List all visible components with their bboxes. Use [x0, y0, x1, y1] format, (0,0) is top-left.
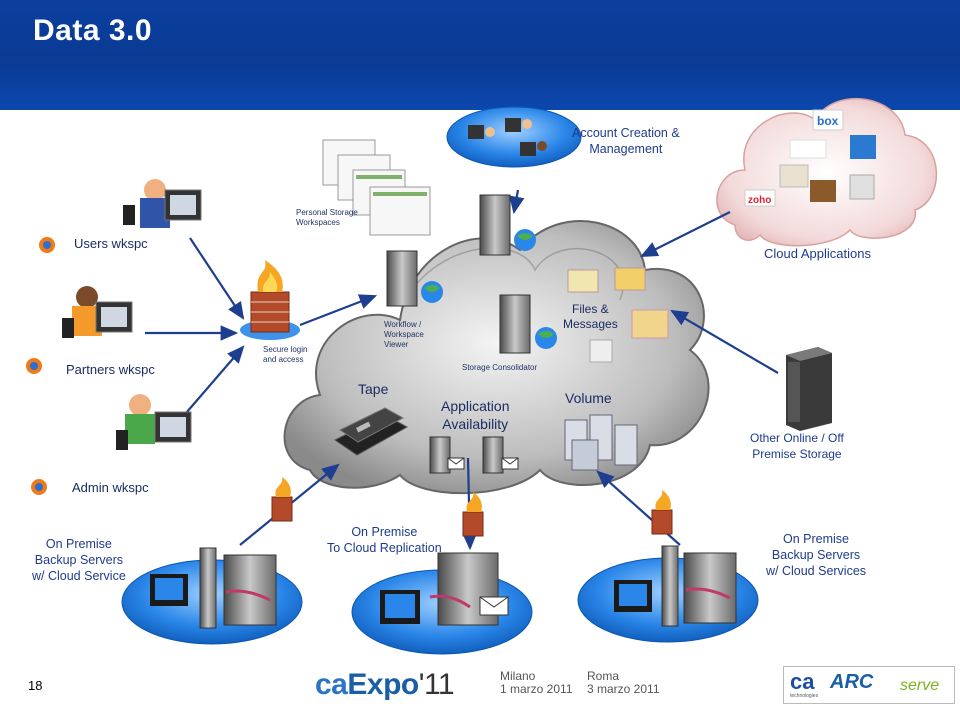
browser-icons	[26, 237, 55, 495]
app-availability-servers	[429, 436, 519, 474]
ca-arcserve-logo: ca technologies ARC serve	[783, 666, 955, 704]
volume-racks-icon	[564, 414, 638, 471]
left-backup-servers	[150, 547, 277, 629]
personal-storage-label: Personal Storage Workspaces	[296, 208, 358, 227]
page-number: 18	[28, 678, 43, 693]
ca-expo-logo: caExpo'11	[315, 668, 455, 702]
box-logo: box	[817, 114, 839, 128]
cloud-applications-label: Cloud Applications	[764, 246, 871, 261]
storage-consolidator-server-icon	[499, 294, 557, 354]
volume-label: Volume	[565, 390, 612, 406]
cloud-applications-cloud: box zoho	[716, 97, 937, 247]
application-availability-label: Application Availability	[441, 398, 510, 432]
ca-expo-ca: ca	[315, 668, 348, 701]
logo-ca-text: ca	[790, 669, 815, 694]
backup-right-label: On Premise Backup Servers w/ Cloud Servi…	[766, 532, 867, 578]
admin-person-icon	[116, 394, 192, 450]
city1-name: Milano	[500, 669, 536, 683]
firewall-icon	[240, 260, 300, 340]
logo-technologies-text: technologies	[790, 693, 819, 699]
admin-wkspc-label: Admin wkspc	[72, 480, 149, 495]
tape-label: Tape	[358, 381, 389, 397]
roma-date: Roma 3 marzo 2011	[587, 670, 660, 696]
workflow-server-icon	[386, 250, 443, 307]
secure-login-label: Secure login and access	[263, 345, 308, 364]
replication-servers	[380, 552, 509, 626]
storage-consolidator-label: Storage Consolidator	[462, 363, 538, 372]
files-messages-label: Files & Messages	[563, 302, 618, 331]
zoho-logo: zoho	[748, 195, 771, 206]
title-banner: Data 3.0	[0, 0, 960, 110]
ca-expo-name: Expo	[347, 668, 419, 701]
city1-date: 1 marzo 2011	[500, 682, 573, 696]
files-icons	[567, 267, 669, 363]
right-backup-servers	[614, 545, 737, 627]
replication-label: On Premise To Cloud Replication	[327, 525, 442, 555]
backup-left-label: On Premise Backup Servers w/ Cloud Servi…	[32, 537, 126, 583]
bottom-firewalls	[271, 477, 673, 537]
page-title: Data 3.0	[33, 14, 153, 47]
account-ellipse	[446, 106, 582, 168]
offsite-storage-tower-icon	[786, 347, 832, 431]
users-wkspc-label: Users wkspc	[74, 236, 148, 251]
ca-expo-year: '11	[418, 668, 455, 701]
milano-date: Milano 1 marzo 2011	[500, 670, 573, 696]
other-storage-label: Other Online / Off Premise Storage	[750, 431, 844, 461]
account-server-icon	[479, 194, 536, 256]
city2-date: 3 marzo 2011	[587, 682, 660, 696]
partners-wkspc-label: Partners wkspc	[66, 362, 155, 377]
logo-serve-text: serve	[900, 677, 940, 694]
workspace-screenshots	[322, 139, 431, 236]
logo-arc-text: ARC	[830, 671, 874, 693]
account-creation-label: Account Creation & Management	[572, 126, 680, 156]
workflow-label: Workflow / Workspace Viewer	[384, 320, 424, 349]
city2-name: Roma	[587, 669, 620, 683]
tape-icon	[334, 407, 409, 456]
user-person-icon	[123, 179, 202, 228]
partner-person-icon	[62, 286, 133, 338]
